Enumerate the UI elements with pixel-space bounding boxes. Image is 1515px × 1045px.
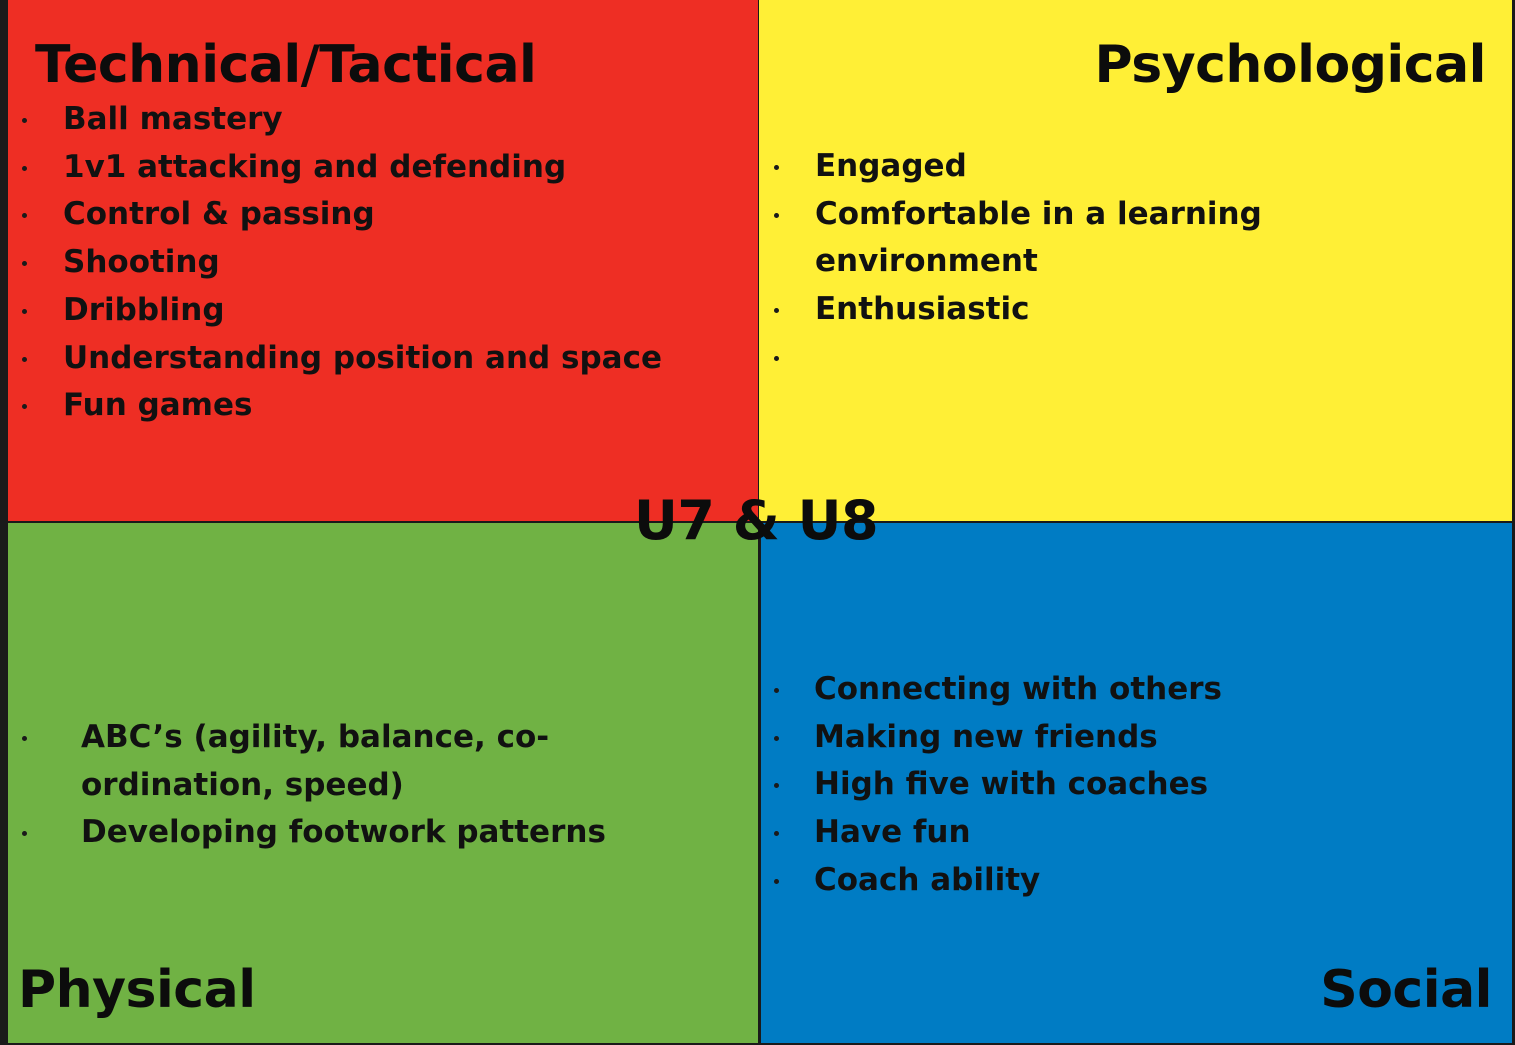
physical-list: ABC’s (agility, balance, co-ordination, … bbox=[14, 714, 606, 857]
list-item-text: Coach ability bbox=[814, 861, 1041, 898]
list-item: Enthusiastic bbox=[766, 286, 1262, 334]
list-item-text: Shooting bbox=[63, 244, 220, 281]
list-item-text: Ball mastery bbox=[63, 101, 283, 137]
list-item-text: environment bbox=[815, 243, 1038, 280]
list-item-text: Connecting with others bbox=[814, 671, 1222, 707]
list-item: Ball mastery bbox=[14, 96, 662, 144]
list-item: 1v1 attacking and defending bbox=[14, 144, 662, 192]
list-item: Understanding position and space bbox=[14, 335, 662, 383]
list-item: Shooting bbox=[14, 239, 662, 287]
list-item-text: 1v1 attacking and defending bbox=[63, 148, 567, 185]
list-item-text: Engaged bbox=[815, 148, 967, 184]
list-item-text: Enthusiastic bbox=[815, 291, 1030, 328]
list-item-text: Have fun bbox=[814, 814, 971, 851]
list-item-text: Developing footwork patterns bbox=[81, 814, 606, 851]
list-item-text: Dribbling bbox=[63, 291, 225, 328]
list-item: Developing footwork patterns bbox=[14, 809, 606, 857]
list-item-text: Understanding position and space bbox=[63, 339, 662, 376]
social-quadrant: Social bbox=[761, 523, 1512, 1043]
list-item: ABC’s (agility, balance, co-ordination, … bbox=[14, 714, 606, 809]
list-item: Making new friends bbox=[766, 714, 1222, 762]
physical-title: Physical bbox=[18, 960, 256, 1020]
list-item-text: Fun games bbox=[63, 387, 253, 424]
age-group-label: U7 & U8 bbox=[634, 489, 879, 552]
social-title: Social bbox=[1320, 960, 1492, 1020]
physical-quadrant: Physical bbox=[8, 523, 758, 1043]
list-item: Engaged bbox=[766, 143, 1262, 191]
list-item-text: Control & passing bbox=[63, 196, 375, 233]
list-item: High five with coaches bbox=[766, 761, 1222, 809]
list-item-text: ordination, speed) bbox=[81, 766, 404, 803]
list-item-text: Making new friends bbox=[814, 718, 1158, 755]
technical-tactical-title: Technical/Tactical bbox=[35, 35, 537, 95]
list-item-text: High five with coaches bbox=[814, 766, 1209, 803]
psychological-title: Psychological bbox=[1094, 35, 1487, 95]
list-item: Coach ability bbox=[766, 857, 1222, 905]
list-item: Have fun bbox=[766, 809, 1222, 857]
list-item: Dribbling bbox=[14, 287, 662, 335]
list-item: Control & passing bbox=[14, 191, 662, 239]
list-item: Fun games bbox=[14, 382, 662, 430]
technical-tactical-quadrant: Technical/Tactical bbox=[8, 0, 758, 521]
psychological-quadrant: Psychological bbox=[759, 0, 1512, 521]
list-item-text: ABC’s (agility, balance, co- bbox=[81, 719, 550, 755]
list-item-text: Comfortable in a learning bbox=[815, 195, 1262, 232]
list-item: Comfortable in a learning environment bbox=[766, 191, 1262, 286]
list-item bbox=[766, 334, 1262, 382]
list-item: Connecting with others bbox=[766, 666, 1222, 714]
